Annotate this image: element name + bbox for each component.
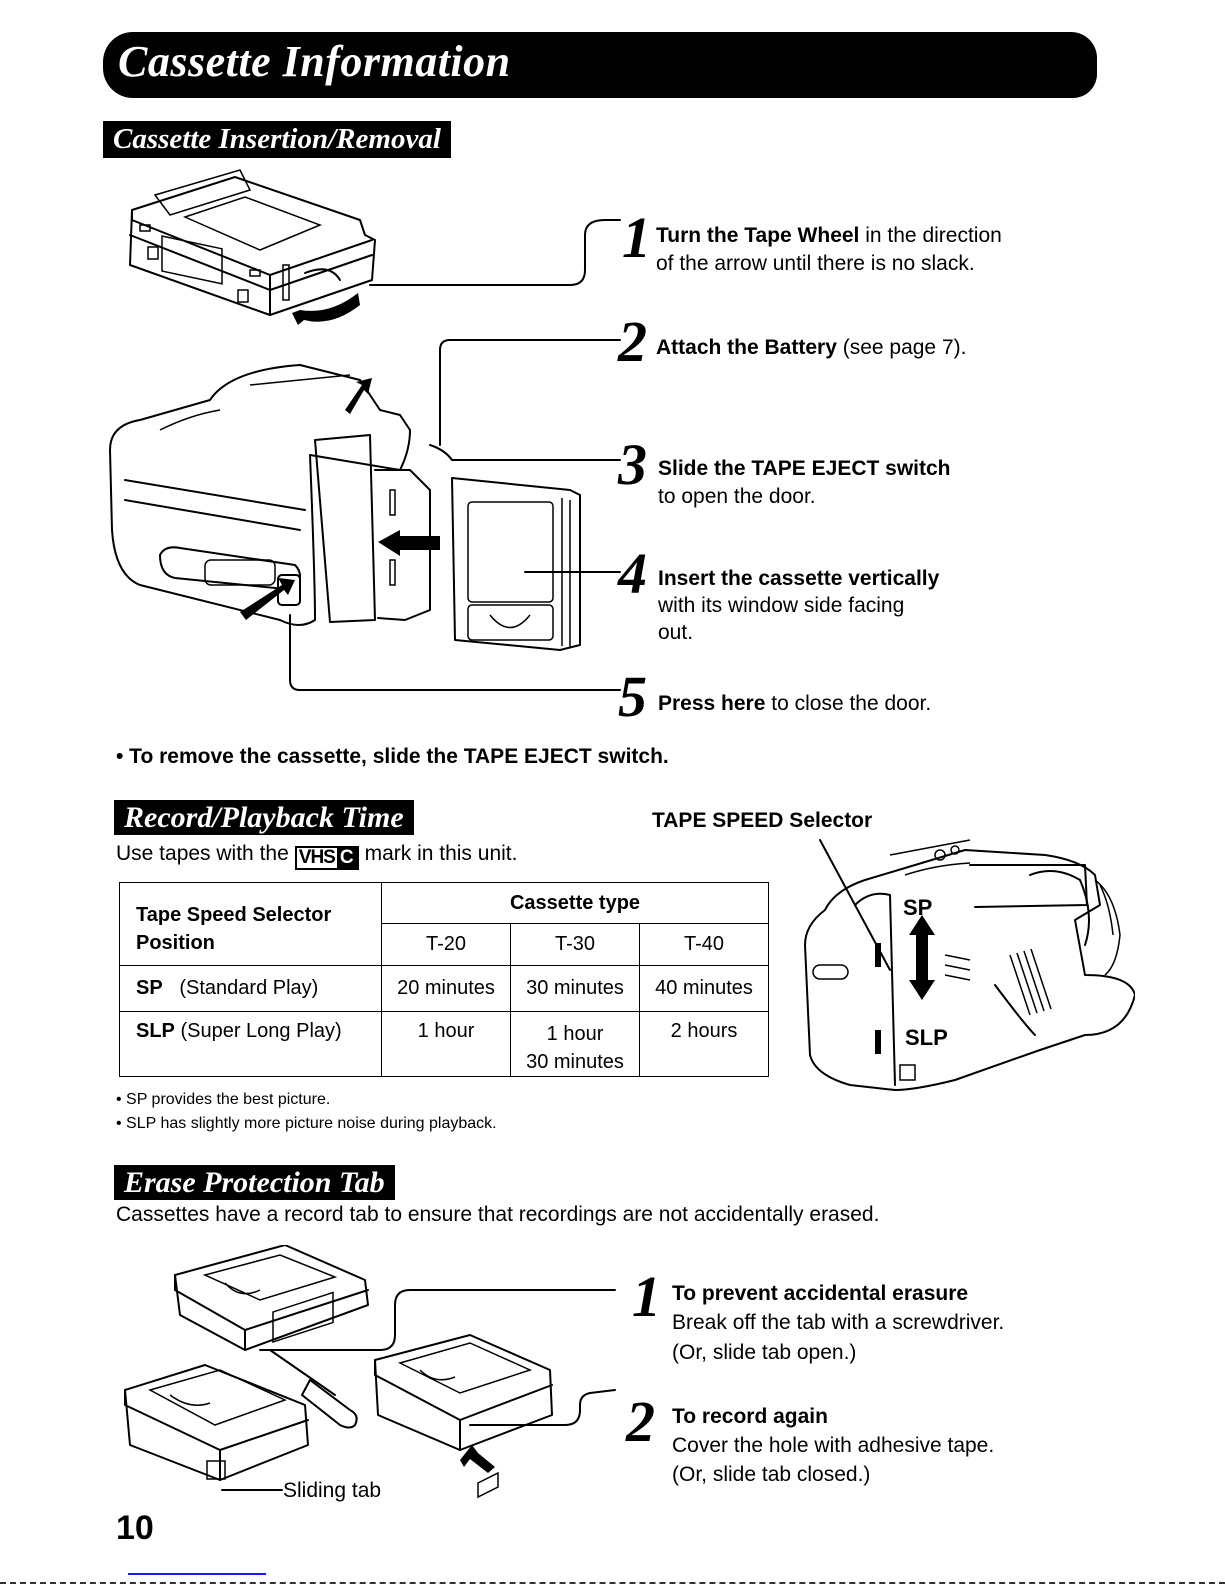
step-number: 1	[622, 205, 651, 270]
table-row: SP (Standard Play) 20 minutes 30 minutes…	[119, 965, 769, 1012]
cassette-screwdriver-icon	[174, 1245, 369, 1429]
step-title: Slide the TAPE EJECT switch	[658, 457, 951, 480]
mode-desc: (Super Long Play)	[180, 1020, 342, 1042]
mode-desc: (Standard Play)	[179, 977, 319, 999]
table-header-t30: T-30	[510, 923, 640, 966]
table-cell: 20 minutes	[381, 965, 511, 1012]
camcorder-icon	[109, 364, 440, 626]
table-cell-mode: SLP (Super Long Play)	[119, 1011, 382, 1077]
step-text: to open the door.	[658, 485, 816, 508]
step-text: (Or, slide tab closed.)	[672, 1463, 871, 1486]
mode-label: SP	[136, 977, 163, 999]
table-header-t20: T-20	[381, 923, 511, 966]
table-cell: 30 minutes	[510, 965, 640, 1012]
step-title: To prevent accidental erasure	[672, 1282, 969, 1305]
table-header-t40: T-40	[639, 923, 769, 966]
logo-text: C	[336, 848, 357, 868]
page-number: 10	[116, 1509, 154, 1547]
slp-label: SLP	[905, 1025, 948, 1050]
note-sp: • SP provides the best picture.	[116, 1091, 331, 1108]
logo-text: VHS	[298, 847, 336, 868]
step-number: 3	[618, 432, 647, 497]
table-cell: 1 hour	[381, 1011, 511, 1077]
step-number: 2	[618, 309, 647, 374]
table-cell-mode: SP (Standard Play)	[119, 965, 382, 1012]
leader-line-erase-step1	[259, 1289, 616, 1351]
step-text: out.	[658, 621, 694, 644]
tape-speed-selector-label: TAPE SPEED Selector	[652, 809, 873, 832]
cassette-icon	[129, 169, 376, 325]
step-title: To record again	[672, 1405, 828, 1428]
screwdriver-shaft	[269, 1349, 336, 1396]
link-underline[interactable]	[128, 1573, 266, 1575]
leader-line-erase-step2	[469, 1389, 616, 1426]
step-text: (Or, slide tab open.)	[672, 1341, 857, 1364]
page-title-bar	[103, 32, 1097, 98]
table-cell: 40 minutes	[639, 965, 769, 1012]
leader-line-step1	[369, 219, 621, 286]
section-heading-record-time: Record/Playback Time	[114, 800, 414, 835]
cassette-vertical-icon	[451, 477, 581, 651]
press-arrow-icon	[240, 578, 295, 620]
step-number: 2	[626, 1389, 655, 1454]
table-row: SLP (Super Long Play) 1 hour 1 hour 30 m…	[119, 1011, 769, 1077]
table-header-row: T-20 T-30 T-40	[120, 923, 769, 966]
table-cell: 2 hours	[639, 1011, 769, 1077]
erase-tab-illustration	[124, 1245, 616, 1499]
step-title: Turn the Tape Wheel	[656, 224, 860, 247]
step-number: 1	[632, 1264, 661, 1329]
leader-line-step3	[429, 444, 621, 461]
mode-label: SLP	[136, 1020, 175, 1042]
header-text: Position	[136, 932, 215, 954]
section-heading-erase-protection: Erase Protection Tab	[114, 1165, 395, 1200]
table-header-cassette-type: Cassette type	[381, 882, 769, 924]
cassette-sliding-tab-icon	[124, 1364, 309, 1481]
step-title: Attach the Battery	[656, 336, 837, 359]
step-text: in the direction	[859, 224, 1002, 247]
record-time-table: Tape Speed Selector Position Cassette ty…	[119, 882, 769, 1077]
cassette-tape-cover-icon	[374, 1334, 553, 1499]
remove-cassette-note: • To remove the cassette, slide the TAPE…	[116, 745, 669, 768]
camcorder-side-icon	[804, 839, 1135, 1091]
intro-text: Use tapes with the	[116, 842, 289, 865]
step-text: of the arrow until there is no slack.	[656, 252, 975, 275]
intro-text: mark in this unit.	[364, 842, 518, 865]
step-title: Press here	[658, 692, 766, 715]
step-text: to close the door.	[765, 692, 932, 715]
table-cell: 1 hour 30 minutes	[510, 1011, 640, 1077]
step-text: (see page 7).	[836, 336, 967, 359]
section-heading-insertion: Cassette Insertion/Removal	[103, 121, 451, 158]
erase-intro: Cassettes have a record tab to ensure th…	[116, 1203, 880, 1226]
header-text: Tape Speed Selector	[136, 904, 332, 926]
sliding-tab-label: Sliding tab	[283, 1479, 382, 1502]
cassette-wheel-illustration	[129, 169, 621, 325]
step-text: with its window side facing	[658, 594, 905, 617]
sp-label: SP	[903, 895, 932, 920]
table-header-position: Tape Speed Selector Position	[119, 882, 382, 966]
insert-arrow-icon	[378, 530, 440, 556]
step-text: Cover the hole with adhesive tape.	[672, 1434, 995, 1457]
tape-arrow-icon	[460, 1445, 495, 1473]
leader-line-step2	[439, 339, 621, 446]
camcorder-insert-illustration	[109, 339, 621, 691]
table-header-row: Tape Speed Selector Position Cassette ty…	[119, 882, 769, 966]
tape-speed-selector-illustration: SP SLP	[804, 839, 1135, 1091]
page-title: Cassette Information	[118, 37, 511, 86]
step-number: 4	[618, 541, 647, 606]
step-title: Insert the cassette vertically	[658, 567, 940, 590]
note-slp: • SLP has slightly more picture noise du…	[116, 1115, 497, 1132]
page-bottom-divider	[0, 1582, 1225, 1584]
up-down-arrow-icon	[909, 915, 935, 1000]
step-number: 5	[618, 664, 647, 729]
step-text: Break off the tab with a screwdriver.	[672, 1311, 1005, 1334]
leader-line-step5	[289, 614, 621, 691]
